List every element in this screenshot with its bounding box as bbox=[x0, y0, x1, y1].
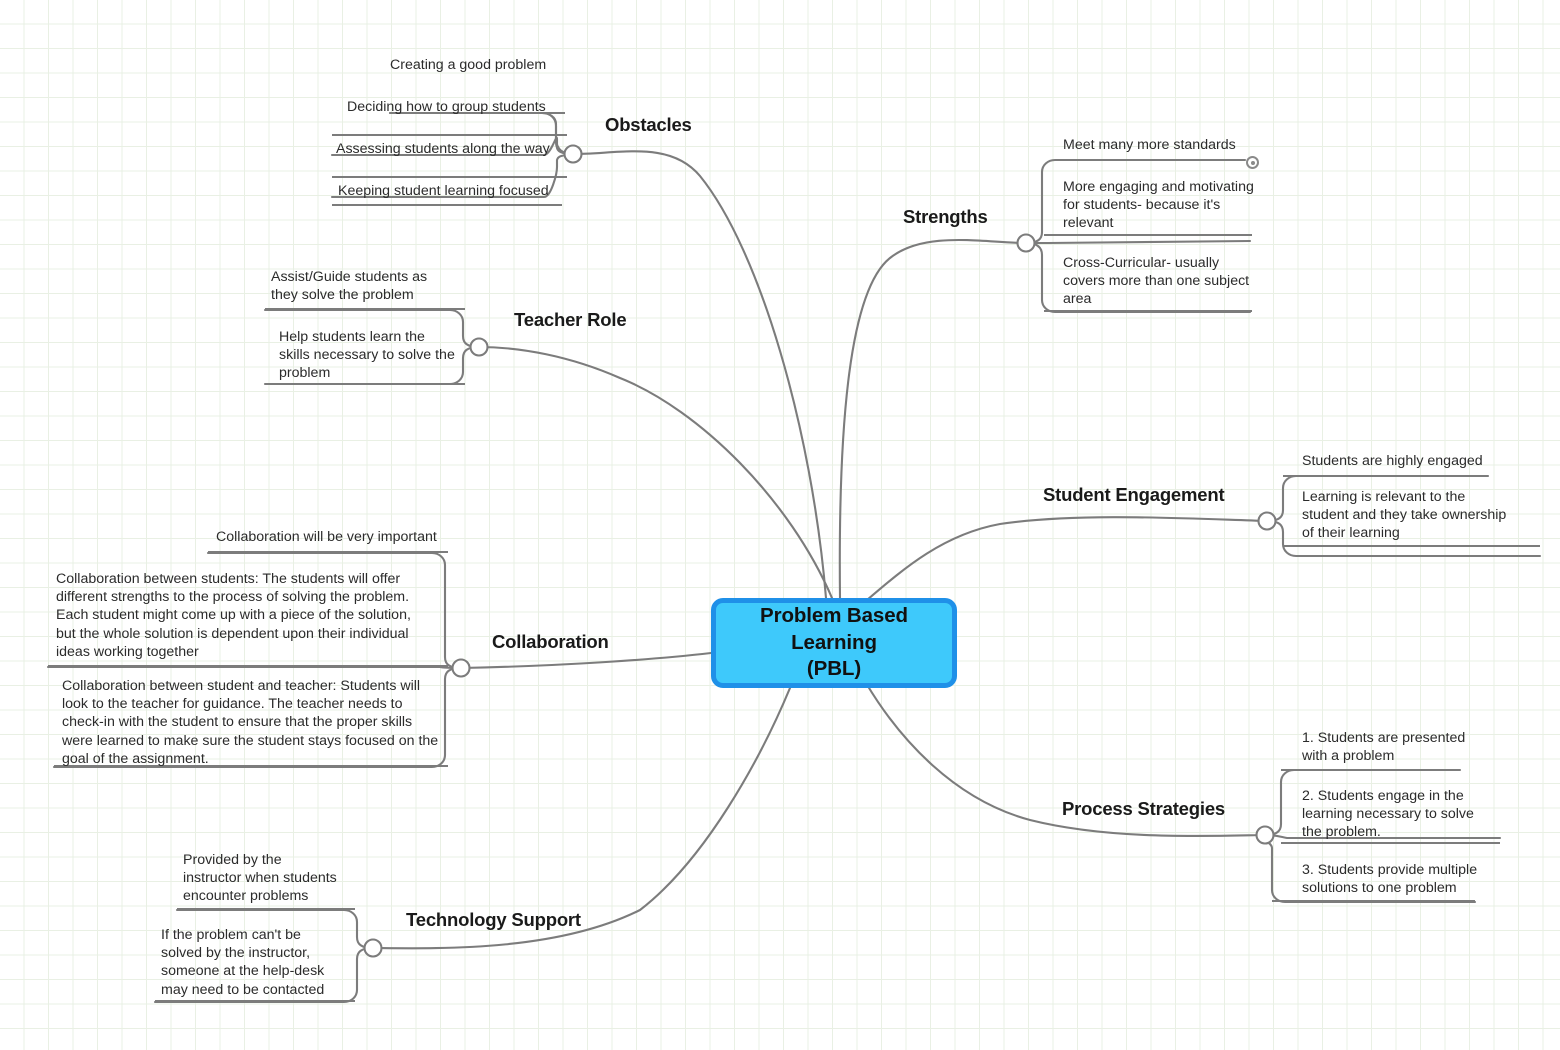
leaf-rule-technology-support-1 bbox=[155, 1000, 355, 1002]
leaf-text: Students are highly engaged bbox=[1302, 453, 1483, 469]
leaf-obstacles-3[interactable]: Keeping student learning focused bbox=[338, 182, 598, 200]
leaf-text: Deciding how to group students bbox=[347, 99, 546, 115]
leaf-process-strategies-1[interactable]: 2. Students engage in the learning neces… bbox=[1302, 787, 1492, 842]
leaf-obstacles-0[interactable]: Creating a good problem bbox=[390, 56, 620, 74]
leaf-student-engagement-0[interactable]: Students are highly engaged bbox=[1302, 452, 1522, 470]
branch-label-strengths[interactable]: Strengths bbox=[903, 206, 988, 227]
leaf-text: Meet many more standards bbox=[1063, 137, 1236, 153]
leaf-text: Learning is relevant to the student and … bbox=[1302, 489, 1507, 542]
leaf-collaboration-0[interactable]: Collaboration will be very important bbox=[216, 528, 446, 546]
leaf-text: 3. Students provide multiple solutions t… bbox=[1302, 862, 1478, 897]
branch-label-process-strategies[interactable]: Process Strategies bbox=[1062, 798, 1225, 819]
root-node-label: Problem Based Learning (PBL) bbox=[760, 604, 908, 681]
leaf-rule-collaboration-1 bbox=[48, 665, 448, 667]
wire-root-student-engagement bbox=[858, 516, 1269, 608]
leaf-text: Assist/Guide students as they solve the … bbox=[271, 269, 428, 304]
leaf-rule-obstacles-1 bbox=[332, 134, 567, 136]
branch-label-teacher-role[interactable]: Teacher Role bbox=[514, 309, 627, 330]
leaf-text: Cross-Curricular- usually covers more th… bbox=[1063, 255, 1250, 308]
leaf-rule-process-strategies-1 bbox=[1281, 842, 1500, 844]
leaf-collaboration-1[interactable]: Collaboration between students: The stud… bbox=[56, 570, 434, 661]
leaf-text: Collaboration between students: The stud… bbox=[56, 571, 411, 660]
leaf-collaboration-2[interactable]: Collaboration between student and teache… bbox=[62, 677, 440, 768]
wire-root-collaboration bbox=[459, 651, 713, 670]
leaf-rule-teacher-role-1 bbox=[265, 383, 465, 385]
leaf-rule-strengths-2 bbox=[1044, 310, 1252, 312]
wire-strengths-c1 bbox=[1024, 239, 1252, 245]
leaf-technology-support-0[interactable]: Provided by the instructor when students… bbox=[183, 851, 343, 906]
hub-process-strategies bbox=[1255, 825, 1275, 845]
wire-collab-c1 bbox=[46, 665, 463, 670]
wire-root-strengths bbox=[838, 238, 1028, 600]
leaf-text: 1. Students are presented with a problem bbox=[1302, 730, 1466, 765]
leaf-text: Provided by the instructor when students… bbox=[183, 852, 337, 905]
leaf-strengths-1[interactable]: More engaging and motivating for student… bbox=[1063, 178, 1258, 233]
leaf-process-strategies-0[interactable]: 1. Students are presented with a problem bbox=[1302, 729, 1474, 765]
leaf-text: Creating a good problem bbox=[390, 57, 547, 73]
hub-strengths bbox=[1016, 233, 1036, 253]
leaf-rule-process-strategies-2 bbox=[1272, 900, 1475, 902]
leaf-technology-support-1[interactable]: If the problem can't be solved by the in… bbox=[161, 926, 333, 999]
hub-teacher-role bbox=[469, 337, 489, 357]
leaf-rule-student-engagement-0 bbox=[1283, 475, 1488, 477]
leaf-strengths-2[interactable]: Cross-Curricular- usually covers more th… bbox=[1063, 254, 1253, 309]
leaf-rule-process-strategies-0 bbox=[1281, 769, 1460, 771]
hub-collaboration bbox=[451, 658, 471, 678]
leaf-text: Collaboration between student and teache… bbox=[62, 678, 439, 767]
root-node[interactable]: Problem Based Learning (PBL) bbox=[711, 598, 957, 688]
hub-student-engagement bbox=[1257, 511, 1277, 531]
leaf-rule-teacher-role-0 bbox=[265, 308, 465, 310]
leaf-text: Assessing students along the way bbox=[336, 141, 550, 157]
leaf-teacher-role-1[interactable]: Help students learn the skills necessary… bbox=[279, 328, 459, 383]
branch-label-collaboration[interactable]: Collaboration bbox=[492, 631, 609, 652]
leaf-rule-strengths-1 bbox=[1044, 234, 1252, 236]
leaf-process-strategies-2[interactable]: 3. Students provide multiple solutions t… bbox=[1302, 861, 1482, 897]
hub-technology-support bbox=[363, 938, 383, 958]
leaf-text: Help students learn the skills necessary… bbox=[279, 329, 455, 382]
collapsed-children-icon-strengths-0[interactable] bbox=[1246, 156, 1259, 169]
wire-root-teacher-role bbox=[477, 345, 834, 600]
leaf-strengths-0[interactable]: Meet many more standards bbox=[1063, 136, 1273, 154]
leaf-rule-technology-support-0 bbox=[177, 908, 355, 910]
leaf-rule-obstacles-3 bbox=[332, 204, 562, 206]
leaf-text: More engaging and motivating for student… bbox=[1063, 179, 1254, 232]
leaf-text: If the problem can't be solved by the in… bbox=[161, 927, 325, 998]
leaf-text: Keeping student learning focused bbox=[338, 183, 549, 199]
leaf-rule-obstacles-2 bbox=[332, 176, 567, 178]
leaf-rule-student-engagement-1 bbox=[1283, 545, 1540, 547]
leaf-rule-collaboration-0 bbox=[208, 551, 448, 553]
branch-label-technology-support[interactable]: Technology Support bbox=[406, 909, 581, 930]
wire-root-obstacles bbox=[571, 150, 828, 600]
leaf-text: 2. Students engage in the learning neces… bbox=[1302, 788, 1474, 841]
leaf-teacher-role-0[interactable]: Assist/Guide students as they solve the … bbox=[271, 268, 456, 304]
branch-label-student-engagement[interactable]: Student Engagement bbox=[1043, 484, 1225, 505]
leaf-student-engagement-1[interactable]: Learning is relevant to the student and … bbox=[1302, 488, 1512, 543]
leaf-obstacles-1[interactable]: Deciding how to group students bbox=[347, 98, 597, 116]
branch-label-obstacles[interactable]: Obstacles bbox=[605, 114, 692, 135]
leaf-text: Collaboration will be very important bbox=[216, 529, 437, 545]
leaf-obstacles-2[interactable]: Assessing students along the way bbox=[336, 140, 596, 158]
